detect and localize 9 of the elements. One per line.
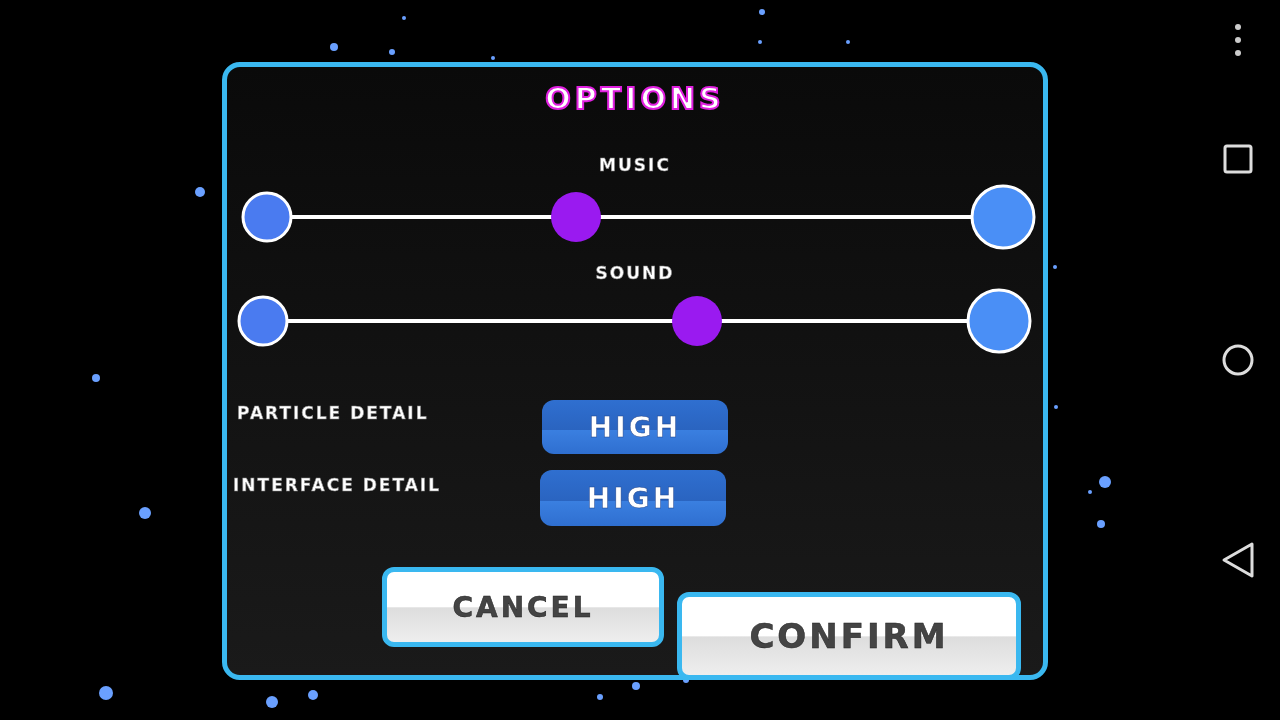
dialog-title: OPTIONS xyxy=(544,81,726,116)
action-button: CANCEL xyxy=(382,567,664,647)
toggle-button: HIGH xyxy=(540,470,726,526)
dialog-panel xyxy=(222,62,1048,680)
setting-label: SOUND xyxy=(594,263,676,283)
setting-label: INTERFACE DETAIL xyxy=(233,475,441,495)
setting-label: MUSIC xyxy=(598,155,672,175)
toggle-button: HIGH xyxy=(542,400,728,454)
setting-label: PARTICLE DETAIL xyxy=(237,403,429,423)
